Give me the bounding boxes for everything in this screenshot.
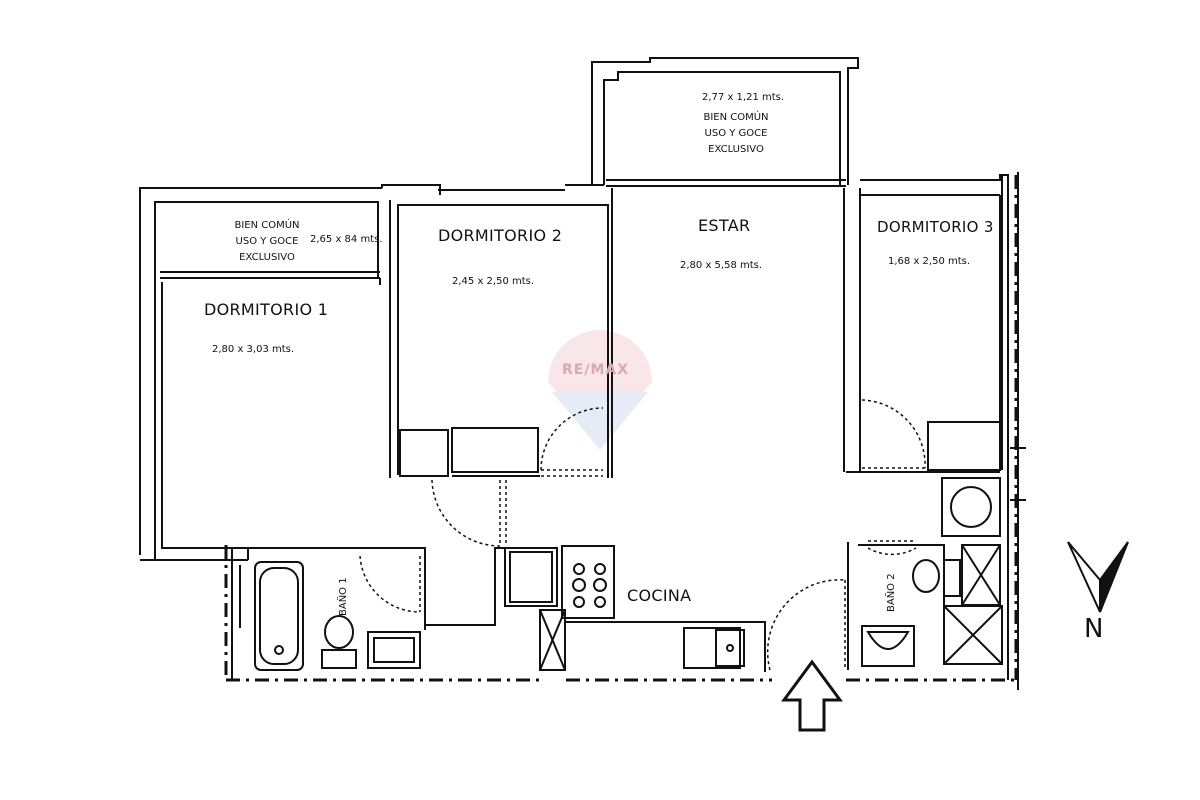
estar-walls (611, 188, 862, 478)
room-dormitorio-1-name: DORMITORIO 1 (204, 300, 329, 319)
common-area-left-line-3: EXCLUSIVO (239, 252, 295, 263)
room-dormitorio-3-dim: 1,68 x 2,50 mts. (888, 256, 971, 267)
common-area-top-line-3: EXCLUSIVO (708, 144, 764, 155)
common-area-left-line-1: BIEN COMÚN (234, 220, 300, 231)
entrance-arrow-icon (781, 659, 843, 732)
common-area-left-dim: 2,65 x 84 mts. (310, 234, 383, 245)
room-estar-dim: 2,80 x 5,58 mts. (680, 260, 763, 271)
dormitorio-2-walls (389, 184, 609, 478)
remax-balloon-watermark (548, 330, 652, 450)
watermark-text: RE/MAX (562, 362, 630, 378)
washer (941, 477, 1001, 537)
room-estar-name: ESTAR (698, 216, 751, 235)
compass-north-label: N (1084, 614, 1104, 644)
top-balcony-walls (591, 57, 859, 187)
door-swings (359, 399, 926, 671)
bano-2-walls (847, 542, 1003, 670)
north-arrow-icon (1067, 541, 1129, 613)
exterior-boundary (224, 175, 1018, 682)
common-area-top-dim: 2,77 x 1,21 mts. (702, 92, 785, 103)
common-area-left-line-2: USO Y GOCE (235, 236, 299, 247)
room-dormitorio-2-name: DORMITORIO 2 (438, 226, 563, 245)
dormitorio-3-walls (860, 174, 1009, 473)
room-dormitorio-1-dim: 2,80 x 3,03 mts. (212, 344, 295, 355)
left-balcony-walls (139, 187, 382, 560)
room-cocina-name: COCINA (627, 586, 692, 605)
room-dormitorio-2-dim: 2,45 x 2,50 mts. (452, 276, 535, 287)
right-exterior-wall (1001, 172, 1026, 690)
common-area-top-label: BIEN COMÚN USO Y GOCE EXCLUSIVO (690, 110, 782, 158)
common-area-top-line-2: USO Y GOCE (704, 128, 768, 139)
room-bano-2-name: BAÑO 2 (886, 573, 897, 612)
room-bano-1-name: BAÑO 1 (338, 577, 349, 616)
bano-1-walls (231, 547, 426, 680)
common-area-top-line-1: BIEN COMÚN (703, 112, 769, 123)
common-area-left-label: BIEN COMÚN USO Y GOCE EXCLUSIVO (222, 218, 312, 266)
room-dormitorio-3-name: DORMITORIO 3 (877, 218, 994, 236)
cocina-walls (425, 545, 766, 672)
